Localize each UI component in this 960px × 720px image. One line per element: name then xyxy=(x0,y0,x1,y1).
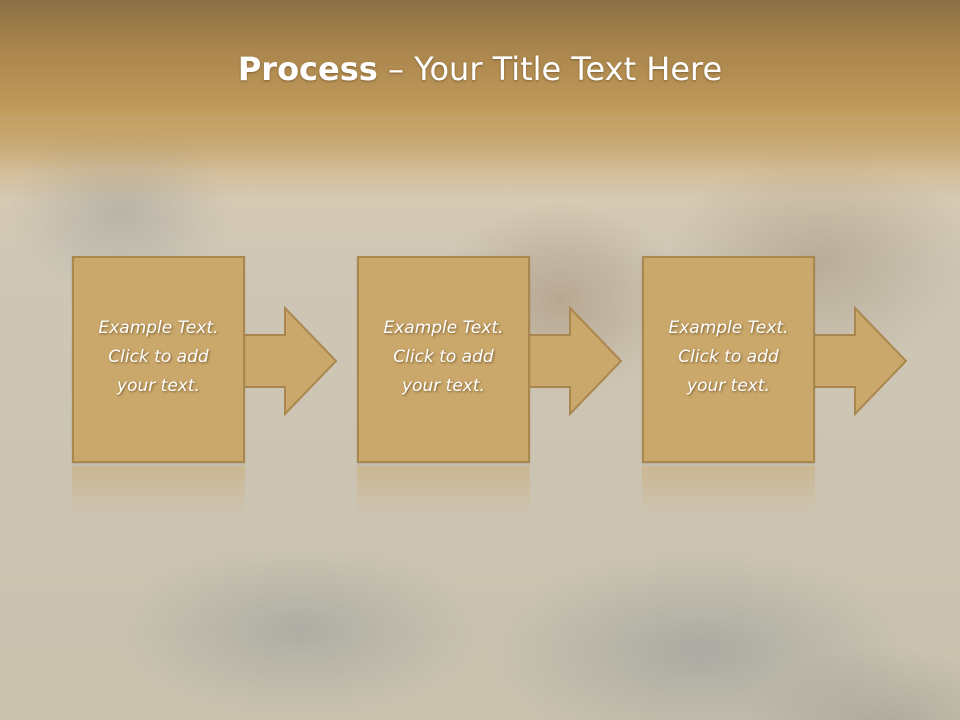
step-box[interactable] xyxy=(72,256,245,463)
header-fade xyxy=(0,120,960,200)
step-text-line: your text. xyxy=(117,376,200,396)
step-text[interactable]: Example Text. Click to add your text. xyxy=(642,314,815,401)
title-bold-text: Process xyxy=(237,50,378,88)
right-arrow-icon xyxy=(809,305,908,417)
right-arrow-icon xyxy=(239,305,338,417)
step-text[interactable]: Example Text. Click to add your text. xyxy=(357,314,530,401)
step-text-line: your text. xyxy=(402,376,485,396)
step-text-line: Example Text. xyxy=(383,318,504,338)
step-text-line: Click to add xyxy=(108,347,209,367)
title-rest-text: – Your Title Text Here xyxy=(377,50,723,88)
step-text-line: your text. xyxy=(687,376,770,396)
step-box[interactable] xyxy=(642,256,815,463)
step-text-line: Click to add xyxy=(393,347,494,367)
step-text-line: Example Text. xyxy=(98,318,219,338)
process-step-3: Example Text. Click to add your text. xyxy=(642,256,912,516)
process-step-2: Example Text. Click to add your text. xyxy=(357,256,627,516)
step-reflection xyxy=(642,466,815,516)
step-text-line: Example Text. xyxy=(668,318,789,338)
step-reflection xyxy=(72,466,245,516)
step-reflection xyxy=(357,466,530,516)
right-arrow-icon xyxy=(524,305,623,417)
step-text-line: Click to add xyxy=(678,347,779,367)
step-text[interactable]: Example Text. Click to add your text. xyxy=(72,314,245,401)
slide-title[interactable]: Process – Your Title Text Here xyxy=(0,50,960,88)
process-step-1: Example Text. Click to add your text. xyxy=(72,256,342,516)
step-box[interactable] xyxy=(357,256,530,463)
